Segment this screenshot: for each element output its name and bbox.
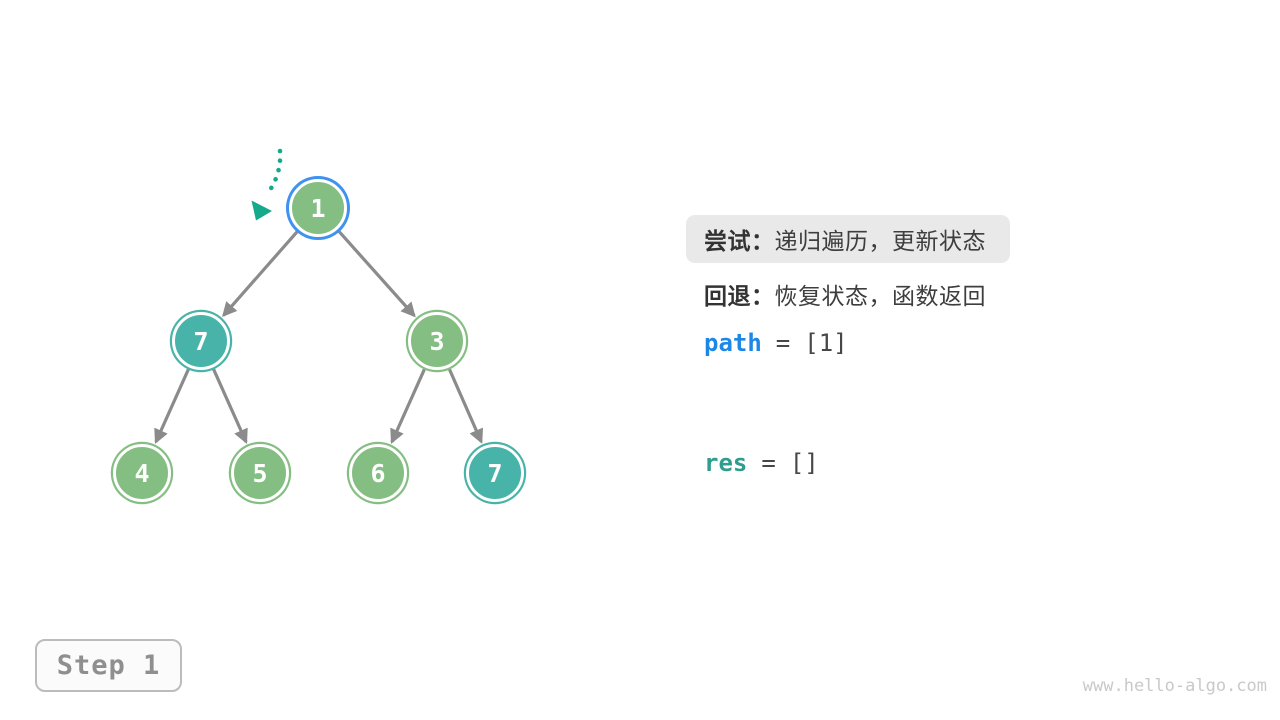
tree-node-right-left: 6 xyxy=(349,444,407,502)
tree-edge xyxy=(337,230,416,318)
equals-sign: = xyxy=(775,329,791,357)
step-badge-label: Step 1 xyxy=(56,650,161,681)
tree-node-value: 7 xyxy=(487,458,503,488)
tree-node-right-right: 7 xyxy=(466,444,524,502)
tree-node-value: 1 xyxy=(310,193,326,223)
try-label: 尝试： xyxy=(704,228,775,254)
tree-node-left-left: 4 xyxy=(113,444,171,502)
tree-node-value: 5 xyxy=(252,458,268,488)
tree-node-left: 7 xyxy=(172,312,230,370)
path-variable-value: [1] xyxy=(804,329,848,357)
tree-node-value: 4 xyxy=(134,458,150,488)
watermark: www.hello-algo.com xyxy=(1082,676,1267,696)
res-variable-line: res = [] xyxy=(704,449,819,477)
path-variable-line: path = [1] xyxy=(704,329,848,357)
try-annotation: 尝试：递归遍历，更新状态 xyxy=(686,215,1010,263)
tree-node-root: 1 xyxy=(289,179,347,237)
backtrack-annotation: 回退：恢复状态，函数返回 xyxy=(704,277,986,311)
tree-edge xyxy=(448,368,484,444)
backtrack-label: 回退： xyxy=(704,283,775,309)
tree-node-value: 6 xyxy=(370,458,386,488)
res-variable-name: res xyxy=(704,449,748,477)
step-badge: Step 1 xyxy=(35,639,182,692)
equals-sign: = xyxy=(761,449,776,477)
backtrack-text: 恢复状态，函数返回 xyxy=(774,283,986,309)
current-pointer-arrow xyxy=(251,148,283,221)
tree-node-right: 3 xyxy=(408,312,466,370)
tree-node-value: 7 xyxy=(193,326,209,356)
tree-edge xyxy=(222,230,299,318)
res-variable-value: [] xyxy=(789,449,819,477)
tree-edges xyxy=(154,230,484,445)
tree-edge xyxy=(154,368,190,445)
tree-edge xyxy=(390,368,426,445)
tree-node-value: 3 xyxy=(429,326,445,356)
try-text: 递归遍历，更新状态 xyxy=(774,228,986,254)
tree-edge xyxy=(212,368,248,445)
tree-node-left-right: 5 xyxy=(231,444,289,502)
path-variable-name: path xyxy=(704,329,762,357)
